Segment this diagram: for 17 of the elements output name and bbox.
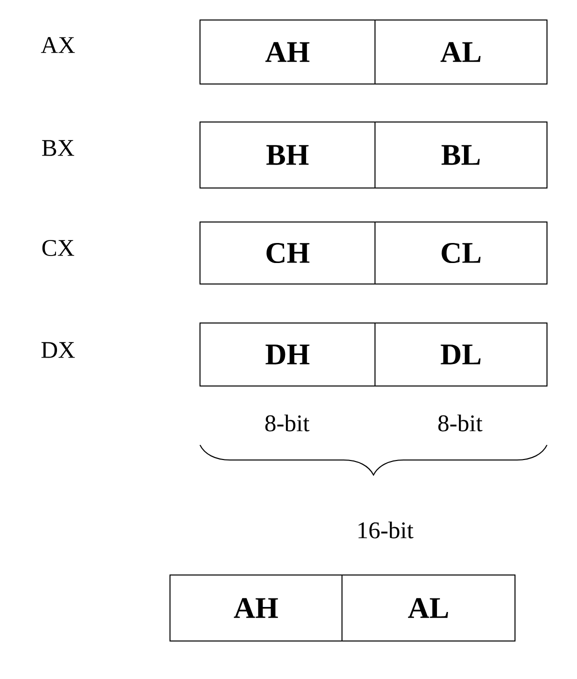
register-cell: AL	[342, 574, 516, 642]
register-cell: AH	[170, 574, 342, 642]
register-cell: CH	[200, 222, 376, 284]
register-name: BX	[42, 140, 74, 156]
register-cell: DH	[200, 322, 376, 386]
register-cell: AL	[374, 20, 548, 84]
bit-width-label: 8-bit	[265, 414, 310, 432]
bit-width-label: 8-bit	[438, 414, 482, 432]
bit-width-label: 16-bit	[358, 522, 414, 538]
register-cell: BL	[374, 122, 548, 188]
register-cell: BH	[200, 122, 376, 188]
register-name: CX	[42, 240, 74, 256]
register-name: DX	[41, 342, 75, 358]
register-cell: CL	[374, 222, 548, 284]
register-name: AX	[40, 37, 75, 53]
register-cell: AH	[200, 20, 376, 84]
register-cell: DL	[374, 322, 548, 386]
